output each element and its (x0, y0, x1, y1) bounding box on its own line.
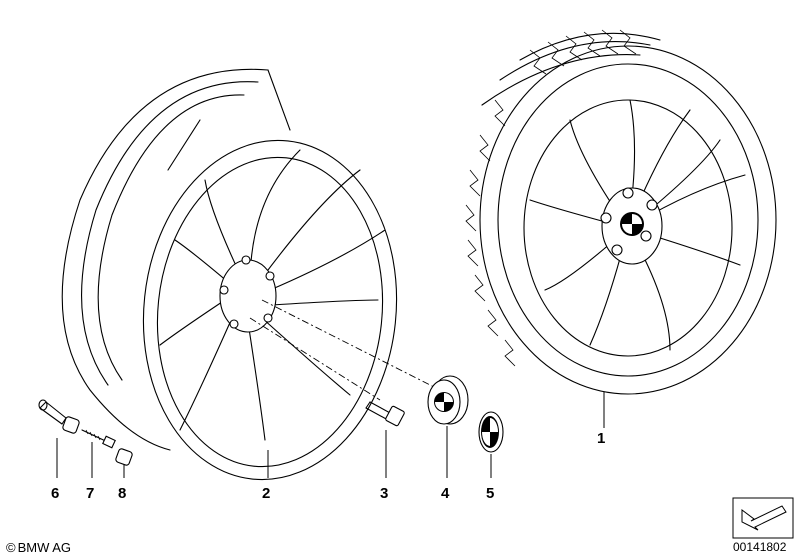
valve-insert[interactable] (81, 429, 116, 449)
copyright-notice: ©BMW AG (6, 540, 71, 555)
wheel-bolt[interactable] (365, 401, 405, 427)
leader-lines (56, 392, 605, 478)
bmw-roundel-icon (620, 212, 644, 236)
copyright-symbol: © (6, 540, 16, 555)
callout-6: 6 (51, 485, 59, 502)
complete-wheel-tyre[interactable] (465, 29, 777, 395)
callout-5: 5 (486, 485, 494, 502)
copyright-text: BMW AG (17, 540, 72, 555)
tyre-tread (465, 29, 637, 367)
callout-2: 2 (262, 485, 270, 502)
light-alloy-rim[interactable] (61, 68, 413, 492)
document-number: 00141802 (733, 540, 787, 554)
callout-7: 7 (86, 485, 94, 502)
bmw-emblem[interactable] (478, 411, 504, 453)
hub-cap[interactable] (427, 375, 469, 425)
callout-4: 4 (441, 485, 450, 502)
valve-cap[interactable] (115, 448, 133, 466)
callout-1: 1 (597, 430, 605, 447)
bmw-roundel-icon (434, 392, 454, 412)
callout-3: 3 (380, 485, 388, 502)
view-direction-arrow-icon (732, 497, 794, 539)
valve-body[interactable] (38, 399, 80, 434)
callout-8: 8 (118, 485, 126, 502)
